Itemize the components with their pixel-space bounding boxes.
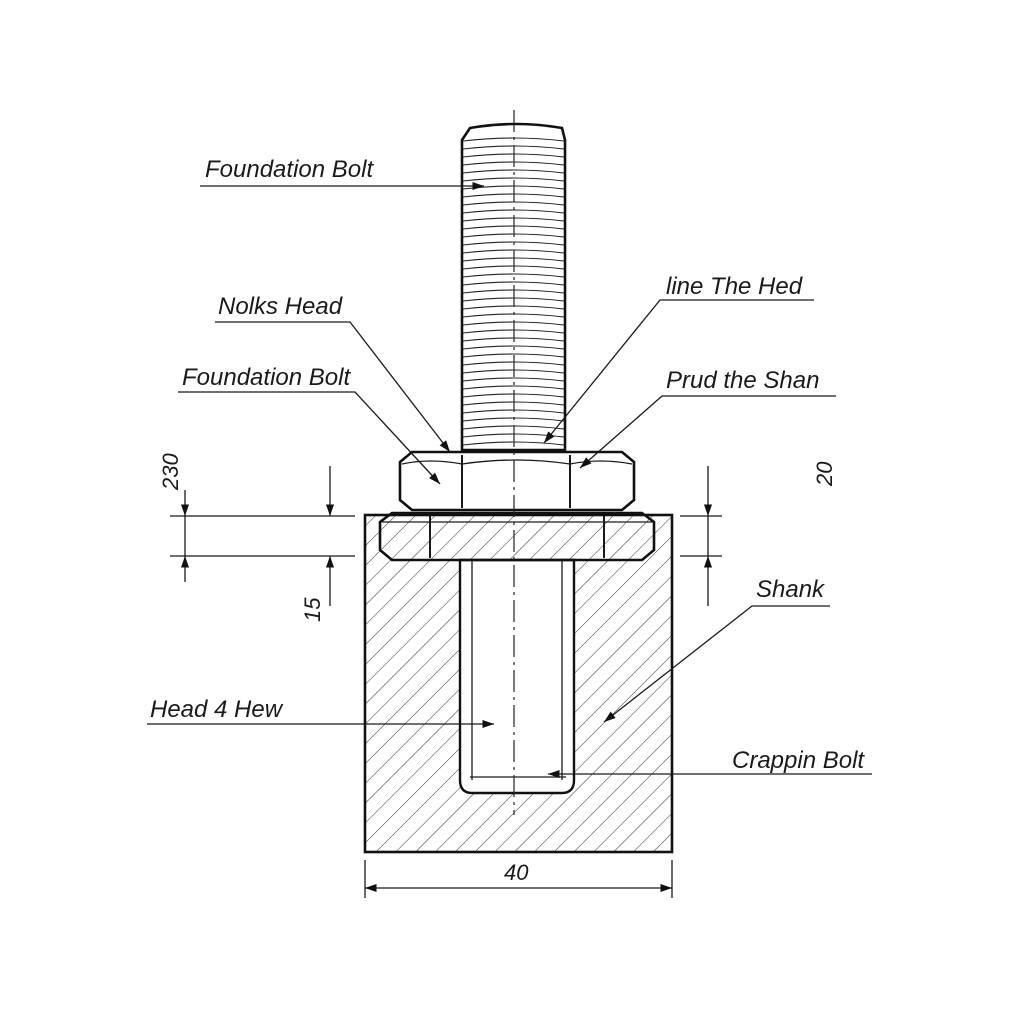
thread-line [462, 169, 565, 174]
label-prud-the-shan: Prud the Shan [666, 367, 819, 394]
label-crappin-bolt: Crappin Bolt [732, 747, 865, 774]
label-foundation-bolt-top: Foundation Bolt [205, 156, 374, 183]
callout-crappin-bolt: Crappin Bolt [548, 747, 872, 779]
dimension-15: 15 [300, 597, 325, 622]
dimension-right: 20 [680, 461, 837, 606]
callout-head-4-hew: Head 4 Hew [147, 696, 494, 729]
embedded-shank [458, 558, 576, 795]
dimension-230: 230 [158, 453, 183, 491]
dimension-40: 40 [504, 860, 529, 885]
hex-nut [398, 450, 636, 512]
label-nolks-head: Nolks Head [218, 293, 343, 320]
washer-flange [378, 511, 656, 562]
callout-shank: Shank [603, 576, 830, 723]
callout-foundation-bolt-mid: Foundation Bolt [178, 364, 441, 485]
thread-line [462, 273, 565, 278]
thread-line [462, 377, 565, 382]
thread-line [462, 201, 565, 206]
callout-nolks-head: Nolks Head [215, 293, 451, 453]
thread-line [462, 209, 565, 214]
thread-line [462, 177, 565, 182]
thread-line [462, 281, 565, 286]
thread-line [462, 385, 565, 390]
label-line-the-hed: line The Hed [666, 273, 803, 300]
dimension-left: 230 15 [158, 453, 355, 622]
label-foundation-bolt-mid: Foundation Bolt [182, 364, 351, 391]
callout-prud-the-shan: Prud the Shan [579, 367, 836, 469]
dimension-bottom: 40 [364, 860, 673, 898]
label-shank: Shank [756, 576, 826, 603]
label-head-4-hew: Head 4 Hew [150, 696, 284, 723]
thread-line [462, 345, 565, 350]
dimension-20: 20 [812, 461, 837, 487]
thread-line [462, 353, 565, 358]
callout-foundation-bolt-top: Foundation Bolt [200, 156, 484, 191]
callout-line-the-hed: line The Hed [543, 273, 814, 444]
